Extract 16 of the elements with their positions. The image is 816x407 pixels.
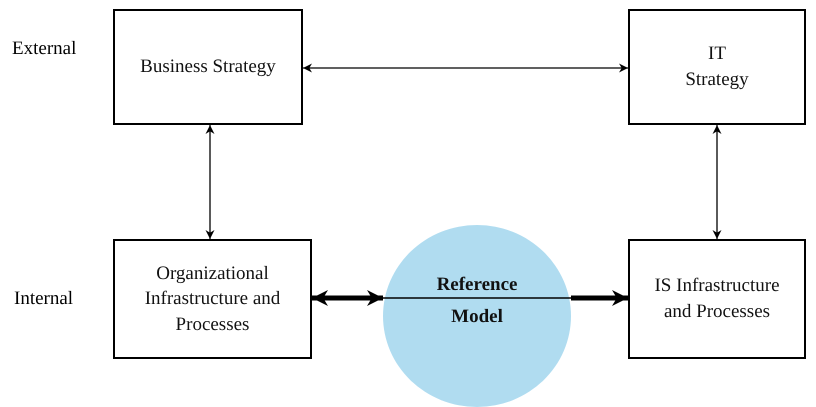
box-label: Business Strategy	[139, 55, 277, 80]
row-label: External	[12, 38, 76, 60]
arrow	[712, 125, 722, 239]
process-box	[113, 9, 303, 125]
ellipse-label: Reference Model	[436, 273, 518, 329]
process-box	[628, 9, 806, 125]
process-box	[628, 239, 806, 359]
process-box	[113, 239, 312, 359]
arrow	[312, 290, 383, 306]
box-label: IT Strategy	[684, 42, 750, 92]
box-label: IS Infrastructure and Processes	[653, 274, 781, 324]
box-label: Organizational Infrastructure and Processes	[144, 262, 282, 337]
row-label: Internal	[14, 288, 74, 310]
arrow	[571, 290, 628, 306]
arrow	[206, 125, 214, 239]
arrow	[303, 64, 628, 72]
